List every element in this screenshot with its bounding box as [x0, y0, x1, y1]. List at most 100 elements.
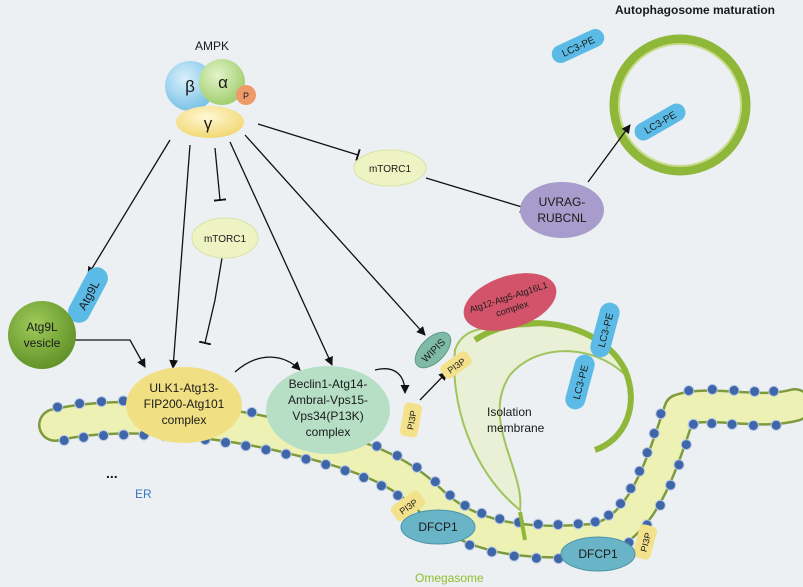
er-bead: [220, 437, 232, 449]
ellipsis-mark: ...: [106, 465, 118, 481]
pi3p-dfcp1-left: PI3P: [390, 490, 426, 522]
er-bead: [572, 518, 584, 530]
er-bead: [444, 489, 456, 501]
er-bead: [464, 539, 476, 551]
er-bead: [358, 472, 370, 484]
isolation-label-2: membrane: [487, 421, 545, 435]
er-bead: [375, 480, 387, 492]
er-bead: [603, 509, 615, 521]
er-bead: [673, 459, 685, 471]
er-bead: [508, 550, 520, 562]
svg-text:Ambral-Vps15-: Ambral-Vps15-: [288, 393, 368, 407]
er-bead: [300, 453, 312, 465]
svg-text:DFCP1: DFCP1: [418, 520, 458, 534]
er-bead: [411, 461, 423, 473]
lc3-pe-inner: LC3-PE: [634, 103, 686, 141]
er-bead: [615, 498, 627, 510]
er-bead: [486, 546, 498, 558]
svg-text:RUBCNL: RUBCNL: [537, 211, 587, 225]
er-bead: [747, 419, 759, 431]
er-bead: [260, 444, 272, 456]
svg-text:DFCP1: DFCP1: [578, 547, 618, 561]
er-bead: [706, 417, 718, 429]
er-bead: [589, 516, 601, 528]
uvrag-rubcnl: UVRAG- RUBCNL: [520, 182, 604, 238]
svg-text:complex: complex: [162, 413, 207, 427]
beclin1-complex: Beclin1-Atg14- Ambral-Vps15- Vps34(P13K)…: [266, 366, 390, 454]
pi3p-dfcp1-right: PI3P: [633, 524, 657, 560]
ampk-gamma: [176, 106, 244, 138]
svg-text:complex: complex: [306, 425, 351, 439]
er-bead: [641, 447, 653, 459]
arrow-atg9-ulk1: [75, 339, 146, 368]
er-bead: [654, 499, 666, 511]
autophagosome: Autophagosome maturation LC3-PE LC3-PE: [551, 3, 775, 176]
mtorc1-mid: mTORC1: [191, 217, 259, 259]
svg-text:FIP200-Atg101: FIP200-Atg101: [144, 397, 225, 411]
inhibit-mtorc1-ulk1: [198, 257, 223, 346]
er-bead: [494, 513, 506, 525]
svg-text:Atg9L: Atg9L: [26, 320, 58, 334]
arrow-ampk-wipi: [244, 134, 426, 336]
svg-text:mTORC1: mTORC1: [369, 164, 411, 175]
svg-text:vesicle: vesicle: [24, 336, 61, 350]
svg-text:PI3P: PI3P: [639, 532, 654, 553]
er-bead: [74, 398, 86, 410]
dfcp1-right: DFCP1: [560, 536, 636, 572]
isolation-label-1: Isolation: [487, 405, 532, 419]
er-bead: [78, 431, 90, 443]
er-bead: [476, 507, 488, 519]
pi3p-er: PI3P: [399, 402, 423, 438]
er-bead: [371, 440, 383, 452]
er-bead: [240, 440, 252, 452]
er-bead: [634, 465, 646, 477]
ulk1-complex: ULK1-Atg13- FIP200-Atg101 complex: [126, 367, 242, 443]
er-bead: [726, 418, 738, 430]
svg-text:mTORC1: mTORC1: [204, 234, 246, 245]
inhibit-mtorc1-uvrag: [425, 177, 525, 214]
er-bead: [52, 401, 64, 413]
svg-text:ULK1-Atg13-: ULK1-Atg13-: [149, 381, 218, 395]
er-bead: [392, 489, 404, 501]
svg-text:γ: γ: [204, 114, 213, 133]
er-bead: [532, 518, 544, 530]
er-bead: [648, 427, 660, 439]
arrow-ampk-ulk1: [169, 144, 191, 369]
signaling-arrows: [75, 123, 631, 401]
svg-text:Vps34(P13K): Vps34(P13K): [292, 409, 363, 423]
er-bead: [118, 429, 130, 441]
er-bead: [429, 476, 441, 488]
lc3-pe-membrane-2: LC3-PE: [565, 354, 595, 410]
er-bead: [680, 439, 692, 451]
atg9l-tag: Atg9L: [68, 267, 108, 323]
inhibit-ampk-mtorc1-top: [257, 123, 361, 162]
er-bead: [687, 418, 699, 430]
title: Autophagosome maturation: [615, 3, 775, 17]
er-bead: [683, 385, 695, 397]
arrow-ampk-beclin: [229, 141, 333, 366]
svg-text:P: P: [243, 91, 249, 101]
lc3-pe-top: LC3-PE: [551, 28, 605, 64]
inhibit-ampk-mtorc1-mid: [213, 147, 227, 202]
dfcp1-left: DFCP1: [400, 509, 476, 545]
arrow-ampk-atg9l: [87, 139, 171, 276]
svg-text:α: α: [218, 73, 228, 92]
er-bead: [625, 482, 637, 494]
ampk-complex: AMPK β α P γ: [165, 39, 256, 138]
arrow-pi3p-wipi: [419, 371, 448, 401]
er-bead: [768, 385, 780, 397]
er-bead: [459, 499, 471, 511]
er-bead: [391, 450, 403, 462]
svg-text:UVRAG-: UVRAG-: [539, 195, 586, 209]
arrow-uvrag-autophagosome: [587, 124, 631, 183]
er-bead: [552, 519, 564, 531]
omegasome-label: Omegasome: [415, 571, 484, 585]
er-label: ER: [135, 487, 152, 501]
mtorc1-top: mTORC1: [353, 149, 427, 187]
er-bead: [728, 384, 740, 396]
er-bead: [58, 434, 70, 446]
er-bead: [96, 396, 108, 408]
ampk-label: AMPK: [195, 39, 229, 53]
arrow-beclin-pi3p: [374, 368, 410, 394]
